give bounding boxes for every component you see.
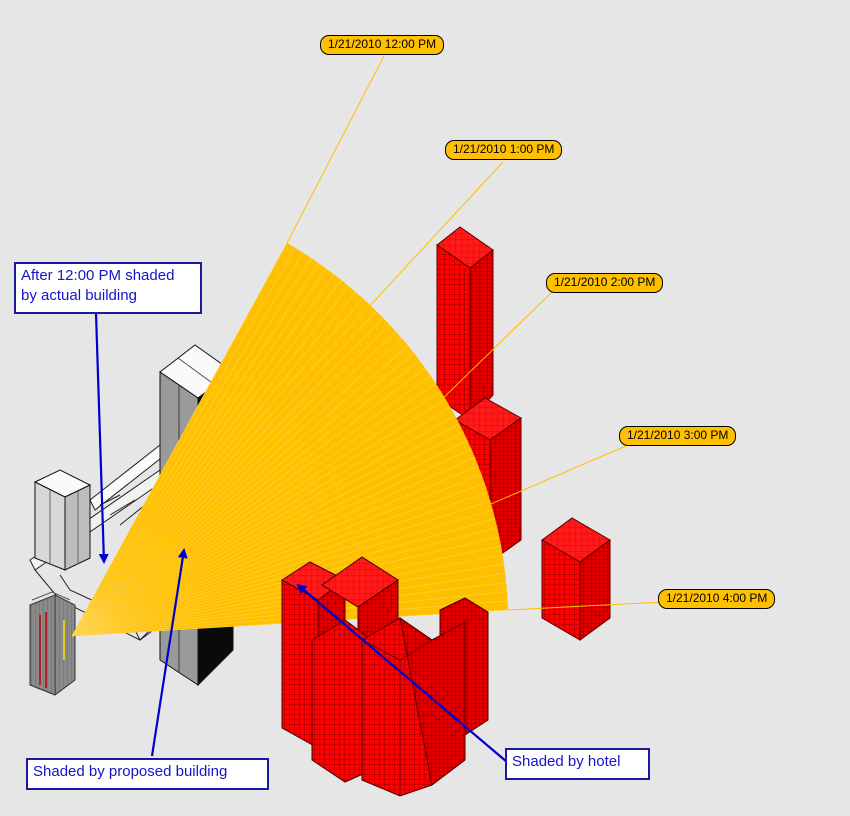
sun-ray	[71, 465, 479, 637]
sun-ray	[71, 352, 415, 637]
sun-ray	[71, 500, 491, 637]
sun-ray	[71, 448, 472, 637]
time-label-2pm: 1/21/2010 2:00 PM	[546, 273, 664, 293]
time-label-1pm: 1/21/2010 1:00 PM	[445, 140, 563, 160]
time-leader-lines	[286, 55, 665, 611]
sun-ray	[71, 390, 441, 637]
sun-ray	[71, 474, 482, 637]
callout-actual-building-line1: After 12:00 PM shaded	[21, 267, 175, 284]
arrow-hotel	[296, 583, 508, 763]
callout-arrows	[94, 312, 508, 763]
sun-ray	[71, 383, 436, 637]
sun-ray	[71, 263, 320, 637]
sun-ray	[71, 292, 357, 637]
sun-ray	[71, 440, 468, 637]
sun-ray	[71, 317, 384, 637]
sun-ray	[71, 483, 485, 637]
time-label-4pm: 1/21/2010 4:00 PM	[658, 589, 776, 609]
arrow-proposed-building	[150, 548, 188, 757]
red-tower-3	[541, 517, 611, 641]
callout-actual-building-line2: by actual building	[21, 287, 137, 304]
sun-ray	[71, 324, 390, 637]
sun-ray	[71, 415, 456, 637]
white-building-left	[33, 469, 92, 571]
sun-ray	[71, 398, 446, 637]
sun-ray	[71, 491, 488, 637]
sun-ray	[71, 331, 397, 637]
time-label-3pm: 1/21/2010 3:00 PM	[619, 426, 737, 446]
sun-ray	[71, 518, 496, 637]
sun-ray	[71, 242, 288, 637]
callout-actual-building: After 12:00 PM shaded by actual building	[14, 262, 202, 314]
sun-ray	[71, 509, 493, 637]
sun-ray	[71, 375, 431, 637]
hotel-complex	[281, 556, 489, 797]
sun-ray	[71, 431, 464, 637]
sun-ray	[71, 406, 451, 637]
callout-hotel: Shaded by hotel	[505, 748, 650, 780]
sun-ray	[71, 304, 371, 637]
sun-angle-fan	[71, 242, 509, 637]
sun-ray	[71, 257, 312, 637]
arrow-actual-building	[94, 312, 109, 564]
sun-ray	[71, 298, 364, 637]
time-label-12pm: 1/21/2010 12:00 PM	[320, 35, 445, 55]
sun-ray	[71, 252, 304, 637]
sun-ray	[71, 247, 296, 637]
red-tower-1	[436, 226, 494, 422]
sun-ray	[71, 345, 409, 637]
sun-ray	[71, 268, 327, 637]
sun-ray	[71, 338, 403, 637]
sun-ray	[71, 279, 342, 637]
grey-tower-left	[29, 591, 76, 696]
sun-ray	[71, 423, 460, 637]
sun-ray	[71, 311, 377, 637]
sun-ray	[71, 457, 476, 637]
sun-ray	[71, 367, 426, 637]
sun-ray	[71, 274, 335, 637]
sun-ray	[71, 285, 349, 637]
sun-ray	[71, 360, 420, 637]
callout-proposed-building: Shaded by proposed building	[26, 758, 269, 790]
